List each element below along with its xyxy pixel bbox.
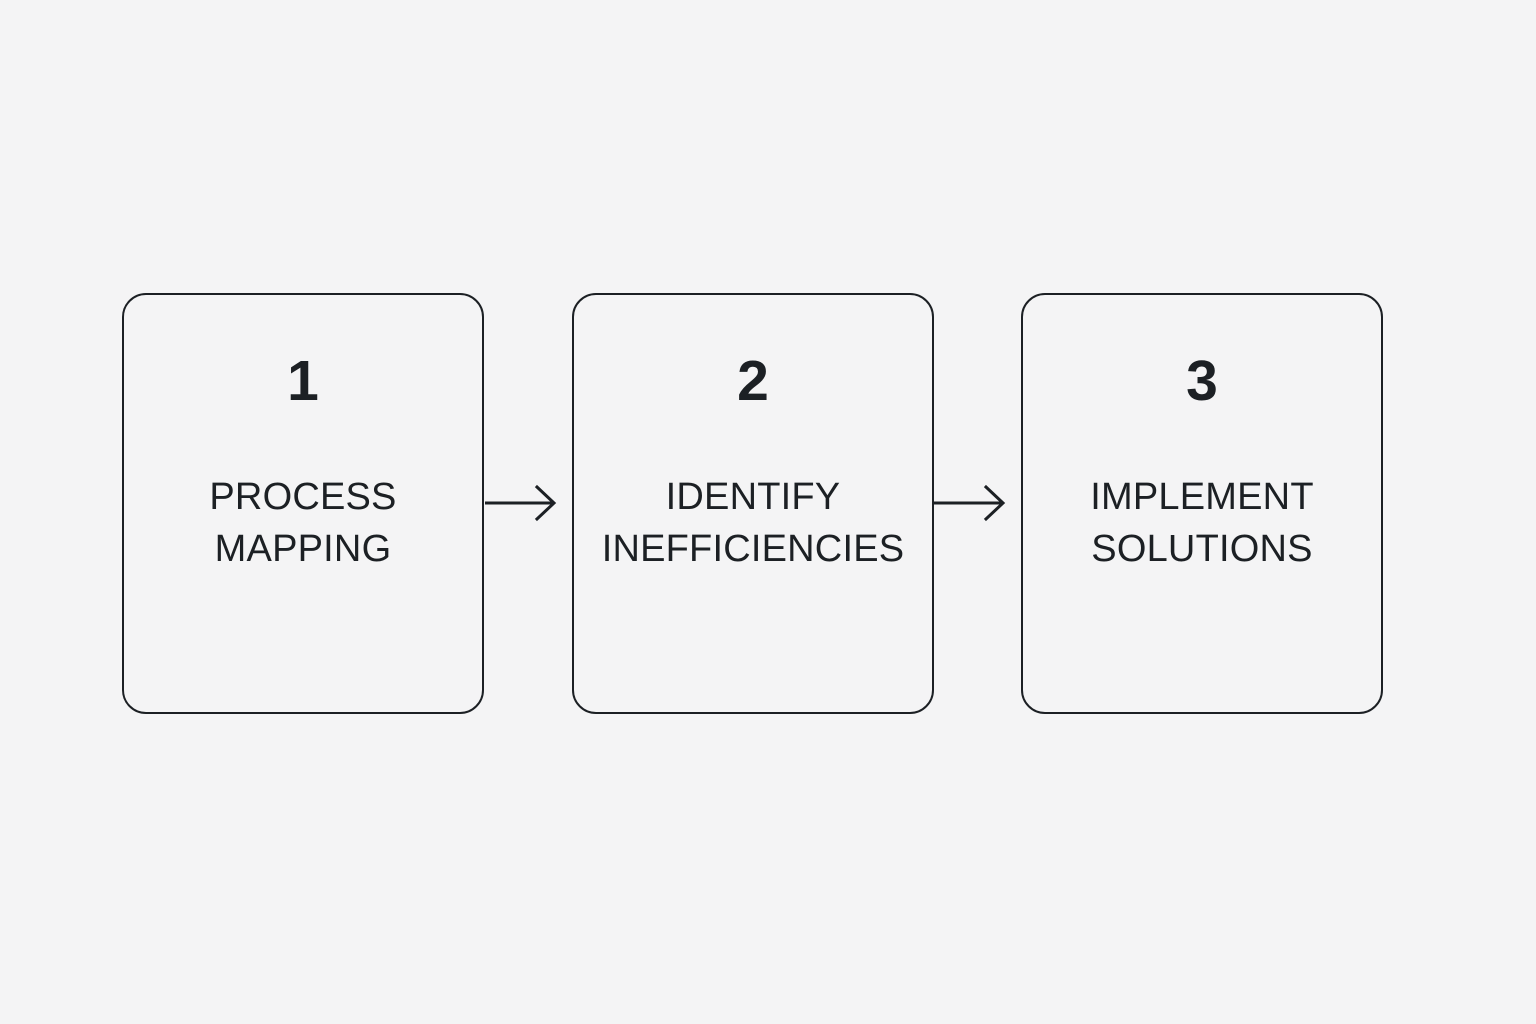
arrow-right-icon <box>934 484 1006 522</box>
step-box-2[interactable]: 2 IDENTIFY INEFFICIENCIES <box>572 293 934 714</box>
step-label-3: IMPLEMENT SOLUTIONS <box>1090 476 1314 570</box>
step-number-1: 1 <box>287 349 319 413</box>
step-box-3[interactable]: 3 IMPLEMENT SOLUTIONS <box>1021 293 1383 714</box>
step-box-1[interactable]: 1 PROCESS MAPPING <box>122 293 484 714</box>
step-label-1: PROCESS MAPPING <box>209 476 397 570</box>
arrow-connector-1-to-2 <box>485 481 572 525</box>
arrow-right-icon <box>485 484 557 522</box>
step-number-2: 2 <box>737 349 769 413</box>
step-number-3: 3 <box>1186 349 1218 413</box>
step-label-2: IDENTIFY INEFFICIENCIES <box>601 476 905 570</box>
arrow-connector-2-to-3 <box>934 481 1021 525</box>
